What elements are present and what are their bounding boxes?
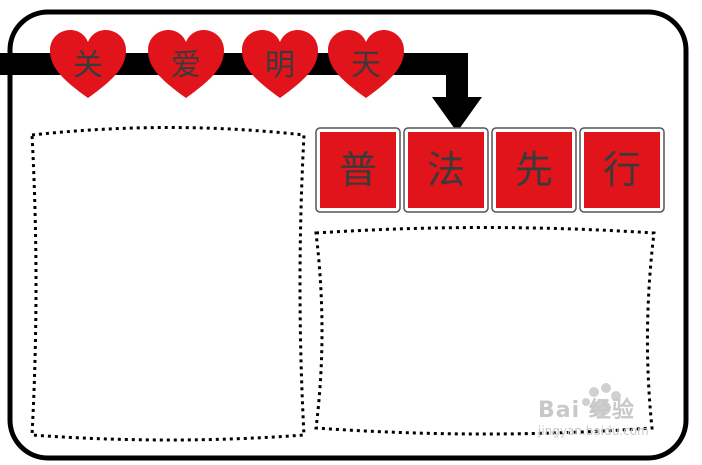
title-tiles: [315, 127, 665, 213]
heart-label-3: 明: [265, 48, 295, 83]
content-box-right: [314, 226, 656, 436]
tile-4: [584, 132, 660, 208]
tile-label-4: 行: [602, 148, 641, 192]
outer-frame: [7, 9, 689, 461]
content-box-left: [30, 126, 306, 442]
paw-icon: [582, 383, 621, 416]
tile-label-2: 法: [426, 148, 465, 192]
tile-label-3: 先: [514, 148, 553, 192]
heart-icon: [148, 30, 224, 98]
arrow-down-icon: [432, 97, 482, 132]
heart-icons: [50, 30, 404, 98]
tile-2: [408, 132, 484, 208]
heart-icon: [242, 30, 318, 98]
heart-label-4: 天: [351, 48, 381, 83]
heart-label-2: 爱: [171, 48, 201, 83]
tile-label-1: 普: [338, 148, 377, 192]
tile-1: [320, 132, 396, 208]
heart-icon: [328, 30, 404, 98]
tile-3: [496, 132, 572, 208]
watermark-brand: Bai 经验: [538, 398, 635, 423]
watermark-url: jingyan.baidu.com: [538, 424, 649, 438]
heart-icon: [50, 30, 126, 98]
heart-label-1: 关: [73, 48, 103, 83]
